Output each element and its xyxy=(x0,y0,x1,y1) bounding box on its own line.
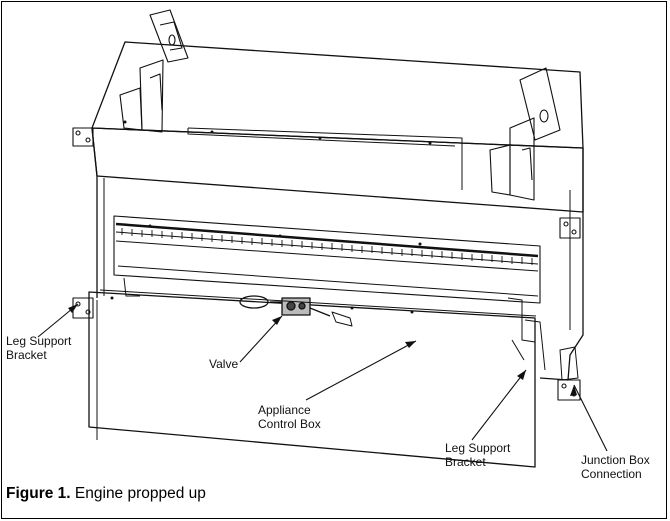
control-box xyxy=(331,311,353,327)
front-lower-panel xyxy=(88,291,536,468)
junction-box xyxy=(559,346,579,381)
screw-dots xyxy=(110,120,432,314)
caption-number: Figure 1. xyxy=(6,485,71,502)
top-panel xyxy=(91,41,584,149)
top-right-leg-bracket xyxy=(489,67,561,201)
side-leg-brackets xyxy=(72,127,581,401)
leader-arrowheads xyxy=(68,304,577,396)
right-side-panel xyxy=(539,148,584,381)
callout-valve: Valve xyxy=(209,357,239,371)
callout-appliance-control-box: Appliance Control Box xyxy=(258,403,321,431)
burner-tray xyxy=(113,215,541,304)
burner-serrations xyxy=(121,228,533,265)
callout-leg-support-left: Leg Support Bracket xyxy=(6,334,72,362)
oval-opening xyxy=(239,295,269,309)
callout-junction-box: Junction Box Connection xyxy=(581,453,650,481)
callout-leg-support-right: Leg Support Bracket xyxy=(445,441,511,469)
figure-caption: Figure 1. Engine propped up xyxy=(6,485,206,503)
top-left-leg-bracket xyxy=(119,9,189,133)
caption-text: Engine propped up xyxy=(70,485,206,502)
